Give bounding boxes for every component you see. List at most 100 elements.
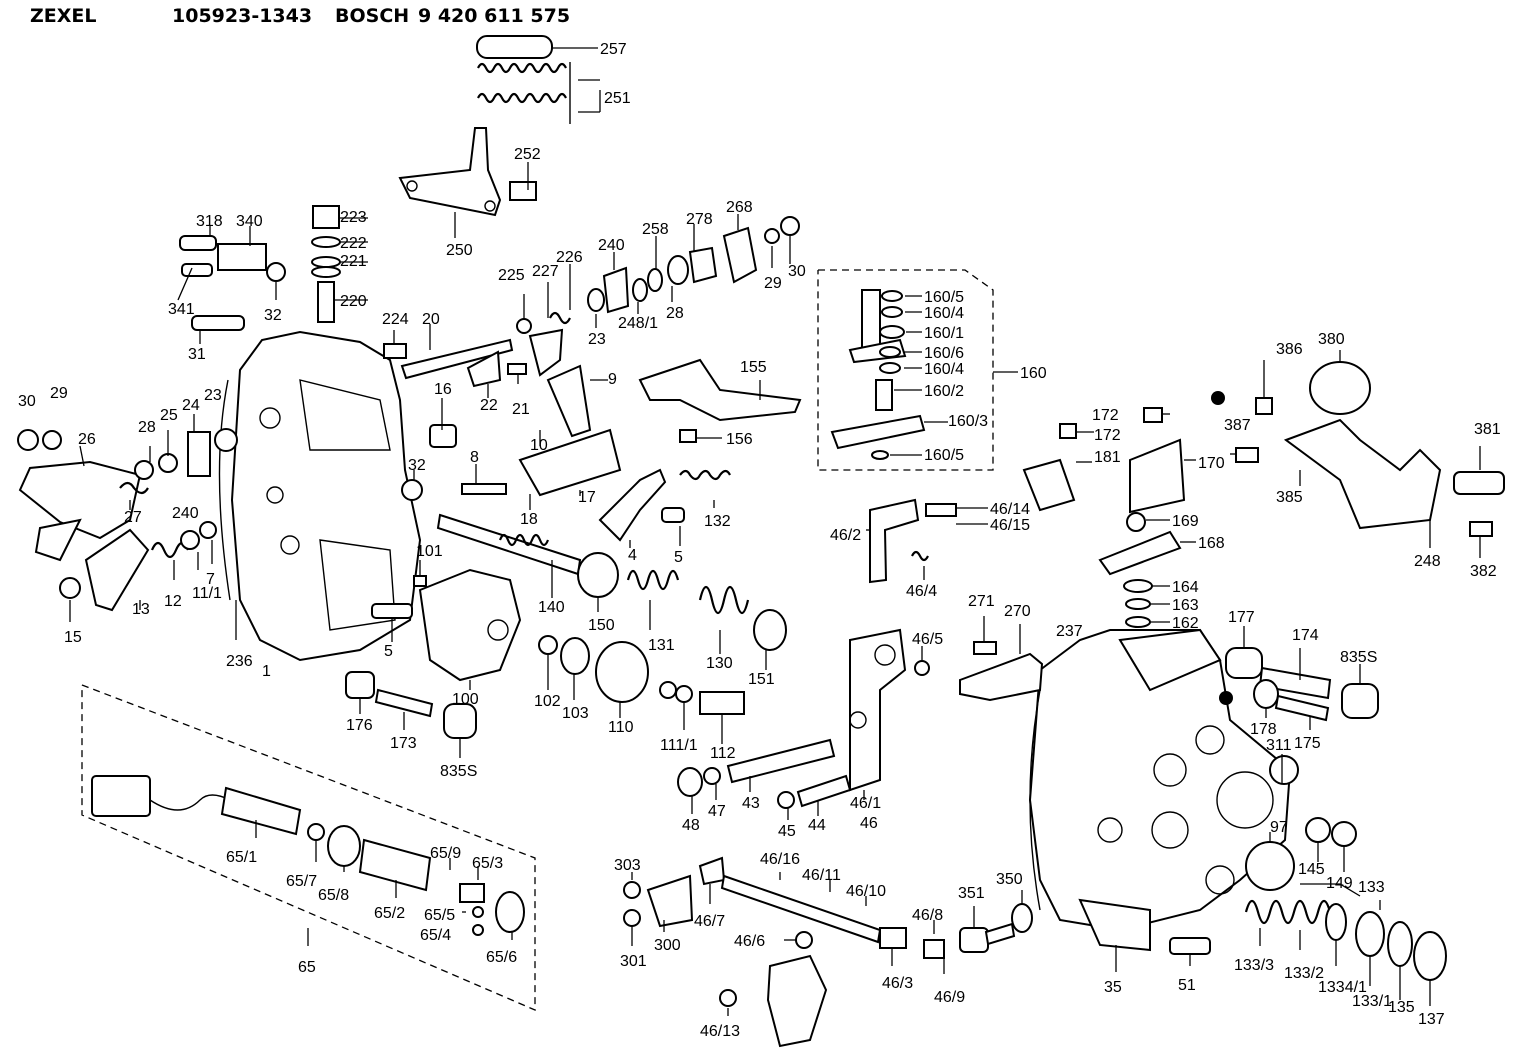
part-label-173: 173 [390,735,417,752]
spring-27 [119,481,149,495]
part-label-65-5: 65/5 [424,907,455,924]
nut-46-6-shape [795,931,813,949]
part-label-24: 24 [182,397,200,414]
screw-386-shape [1255,397,1273,415]
part-label-303: 303 [614,857,641,874]
cap-137-shape [1413,931,1447,981]
washer-46-5-shape [914,660,930,676]
part-label-5: 5 [384,643,393,660]
ring-135-shape [1387,921,1413,967]
part-label-46-11: 46/11 [802,867,841,884]
lever-250-shape [398,127,502,217]
ring-160-1-shape [879,325,905,339]
part-label-145: 145 [1298,861,1325,878]
pin-101-shape [413,575,427,587]
part-label-132: 132 [704,513,731,530]
plate-97-shape [1245,841,1295,891]
nut-252-shape [509,181,537,201]
washer-221b-shape [311,266,341,278]
housing-bore [1216,771,1274,829]
part-label-23: 23 [204,387,222,404]
gasket-236-shape [218,379,231,601]
ring-160-4b-shape [879,362,901,374]
part-label-18: 18 [520,511,538,528]
part-label-169: 169 [1172,513,1199,530]
part-label-110: 110 [608,719,634,736]
part-label-103: 103 [562,705,589,722]
washer-149-shape [1331,821,1357,847]
washer-11-1-shape [180,530,200,550]
weight-100-shape [418,568,522,682]
part-label-31: 31 [188,346,206,363]
nut-65-8-shape [327,825,361,867]
plate-160-3-shape [830,414,926,450]
part-label-386: 386 [1276,341,1303,358]
nut-32-shape [266,262,286,282]
screw-51-shape [1169,937,1211,955]
part-label-43: 43 [742,795,760,812]
part-label-46-1: 46/1 [850,795,881,812]
part-label-224: 224 [382,311,409,328]
part-label-151: 151 [748,671,775,688]
part-label-301: 301 [620,953,647,970]
marker-dot [1219,691,1233,705]
part-label-150: 150 [588,617,615,634]
part-label-227: 227 [532,263,559,280]
leader-lines [69,47,1481,1016]
lever-hole [849,711,867,729]
part-label-65-3: 65/3 [472,855,503,872]
nut-169-shape [1126,512,1146,532]
part-label-300: 300 [654,937,681,954]
plate-168-shape [1098,530,1182,576]
spring-130 [698,585,750,615]
lever-46-1-shape [849,628,907,792]
washer-111-1-shape [675,685,693,703]
part-label-387: 387 [1224,417,1251,434]
gasket-237-shape [1029,689,1041,911]
bracket-181-shape [1022,458,1076,512]
washer-248-1-shape [632,278,648,302]
part-label-5: 5 [674,549,683,566]
part-label-102: 102 [534,693,561,710]
part-label-65-4: 65/4 [420,927,451,944]
nut-32b-shape [401,479,423,501]
part-46-7-shape [698,856,726,886]
part-label-236: 236 [226,653,253,670]
nut-176-shape [345,671,375,699]
part-label-45: 45 [778,823,796,840]
part-label-35: 35 [1104,979,1122,996]
part-label-112: 112 [710,745,736,762]
washer-23b-shape [587,288,605,312]
lever-26b-shape [34,518,82,562]
lever-9-shape [546,364,592,438]
screw-172b-shape [1143,407,1163,423]
ring-160-5b-shape [871,450,889,460]
part-label-65-2: 65/2 [374,905,405,922]
part-label-225: 225 [498,267,525,284]
part-label-222: 222 [340,235,367,252]
part-label-27: 27 [124,509,142,526]
ring-102-shape [538,635,558,655]
bolt-341-shape [181,263,213,277]
part-label-46: 46 [860,815,878,832]
part-label-28: 28 [666,305,684,322]
part-label-7: 7 [206,571,215,588]
screw-382-shape [1469,521,1493,537]
header-number-2: 9 420 611 575 [418,5,570,27]
part-label-12: 12 [164,593,182,610]
housing-bore [266,486,284,504]
plate-270-shape [959,652,1044,702]
part-label-13: 13 [132,601,150,618]
pin-160-2-shape [875,379,893,411]
housing-top [1118,628,1222,692]
part-label-381: 381 [1474,421,1501,438]
ring-65-5-shape [472,906,484,918]
fitting-112-shape [699,691,745,715]
washer-222-shape [311,236,341,248]
part-label-21: 21 [512,401,530,418]
part-label-17: 17 [578,489,596,506]
part-label-160-2: 160/2 [924,383,964,400]
part-label-46-15: 46/15 [990,517,1030,534]
screw-46-14-shape [925,503,957,517]
sensor-65-1-shape [220,786,302,836]
